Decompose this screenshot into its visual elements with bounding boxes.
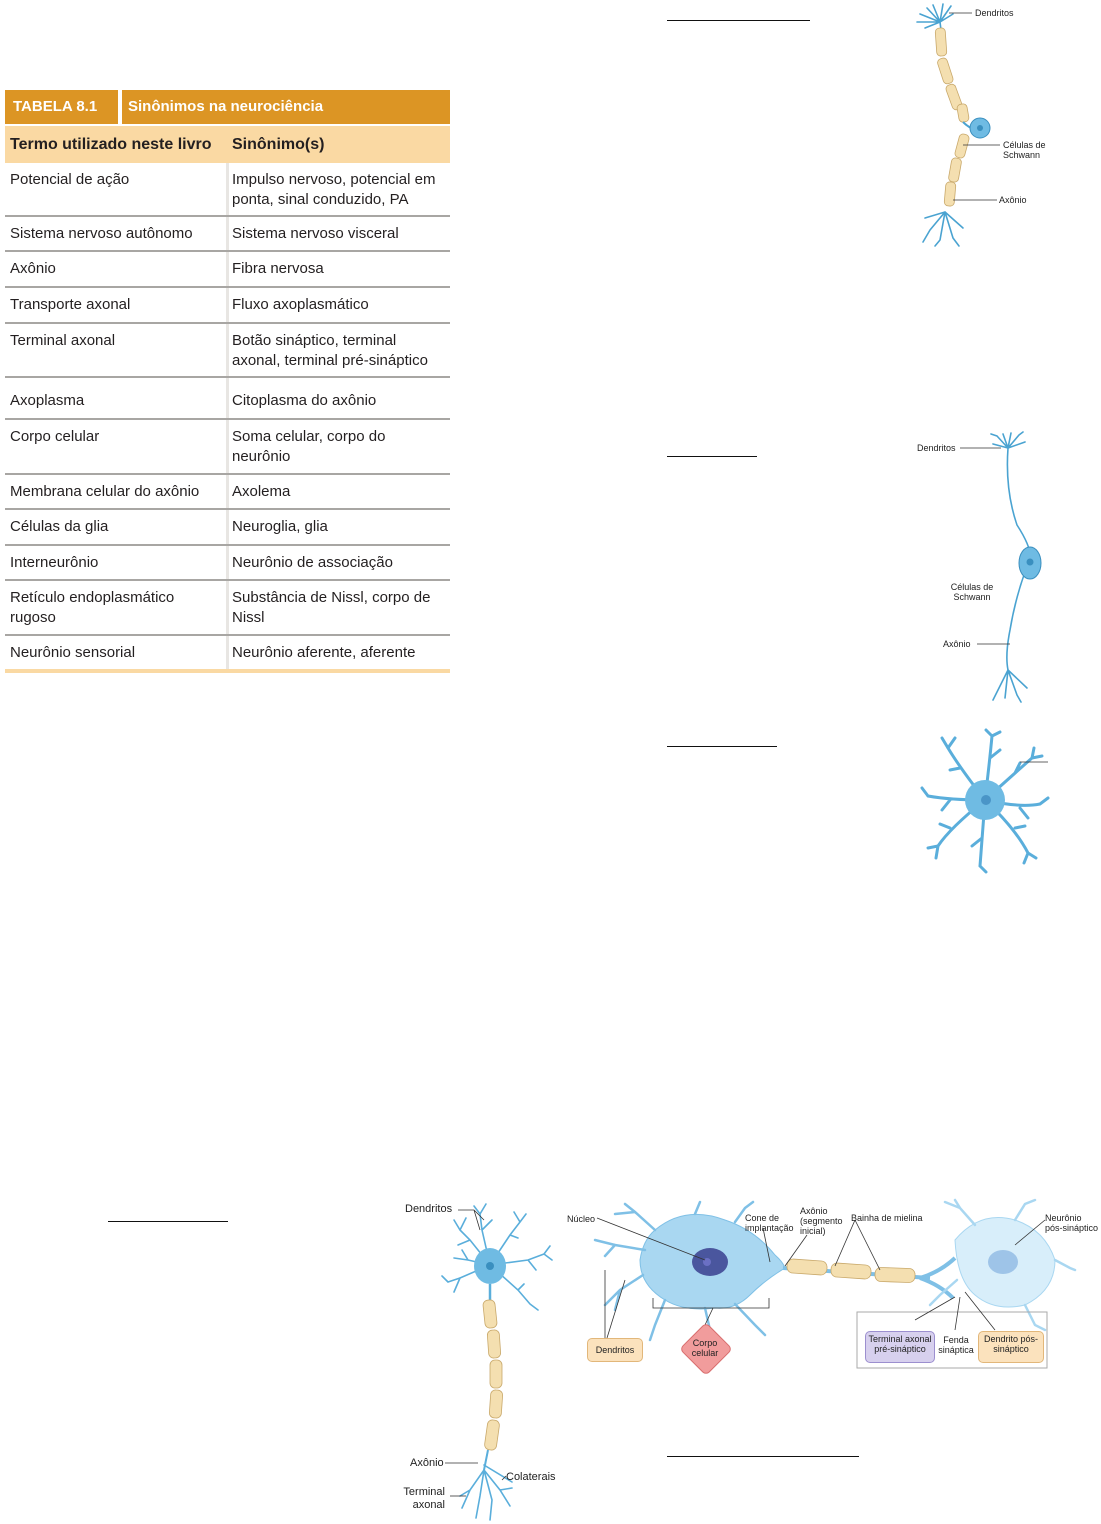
multipolar-neuron-illustration xyxy=(441,1203,553,1521)
label-dendritos-2: Dendritos xyxy=(917,443,956,453)
answer-blank-2[interactable] xyxy=(667,456,757,457)
row-synonym: Soma celular, corpo do neurônio xyxy=(232,428,386,465)
row-term: Sistema nervoso autônomo xyxy=(10,225,193,242)
label-dendritos-1: Dendritos xyxy=(975,8,1014,18)
table-row: Axônio Fibra nervosa xyxy=(5,252,450,288)
table-row: Células da glia Neuroglia, glia xyxy=(5,510,450,546)
label-terminal-axonal: Terminal axonal xyxy=(403,1486,445,1511)
answer-blank-3[interactable] xyxy=(667,746,777,747)
row-term: Retículo endoplasmático rugoso xyxy=(10,589,175,626)
synapse-diagram-illustration xyxy=(593,1198,1077,1369)
table-bottom-rule xyxy=(5,669,450,673)
synonyms-table: TABELA 8.1 Sinônimos na neurociência Ter… xyxy=(5,90,450,673)
table-row: Membrana celular do axônio Axolema xyxy=(5,475,450,510)
row-term: Axônio xyxy=(10,260,56,277)
table-row: Axoplasma Citoplasma do axônio xyxy=(5,378,450,420)
label-axonio-segmento: Axônio (segmento inicial) xyxy=(800,1206,843,1236)
label-nucleo: Núcleo xyxy=(567,1214,596,1224)
header-divider xyxy=(118,90,122,124)
table-row: Sistema nervoso autônomo Sistema nervoso … xyxy=(5,217,450,252)
label-corpo-celular: Corpo celular xyxy=(691,1338,719,1358)
row-synonym: Botão sináptico, terminal axonal, termin… xyxy=(232,332,428,369)
table-title: Sinônimos na neurociência xyxy=(128,98,324,115)
row-term: Neurônio sensorial xyxy=(10,644,136,661)
table-row: Retículo endoplasmático rugoso Substância… xyxy=(5,581,450,636)
box-dendrito-pos: Dendrito pós-sináptico xyxy=(978,1331,1044,1363)
row-synonym: Neuroglia, glia xyxy=(232,518,328,535)
table-row: Potencial de ação Impulso nervoso, potenc… xyxy=(5,163,450,217)
label-schwann-1: Células de Schwann xyxy=(1003,140,1046,160)
row-term: Terminal axonal xyxy=(10,332,116,349)
row-term: Transporte axonal xyxy=(10,296,131,313)
answer-blank-5[interactable] xyxy=(667,1456,859,1457)
table-row: Neurônio sensorial Neurônio aferente, afe… xyxy=(5,636,450,669)
row-synonym: Fluxo axoplasmático xyxy=(232,296,369,313)
row-term: Potencial de ação xyxy=(10,171,130,188)
table-row: Terminal axonal Botão sináptico, terminal… xyxy=(5,324,450,378)
row-synonym: Impulso nervoso, potencial em ponta, sin… xyxy=(232,171,436,208)
table-column-headers: Termo utilizado neste livro Sinônimo(s) xyxy=(5,124,450,163)
table-header-bar: TABELA 8.1 Sinônimos na neurociência xyxy=(5,90,450,124)
box-dendritos: Dendritos xyxy=(587,1338,643,1362)
label-neuronio-pos: Neurônio pós-sináptico xyxy=(1045,1213,1099,1233)
row-term: Células da glia xyxy=(10,518,109,535)
table-row: Transporte axonal Fluxo axoplasmático xyxy=(5,288,450,324)
label-schwann-2: Células de Schwann xyxy=(950,582,994,602)
row-term: Corpo celular xyxy=(10,428,100,445)
label-colaterais: Colaterais xyxy=(506,1471,556,1483)
label-cone-implantacao: Cone de implantação xyxy=(745,1213,794,1233)
row-synonym: Substância de Nissl, corpo de Nissl xyxy=(232,589,431,626)
label-axonio-1: Axônio xyxy=(999,195,1027,205)
row-synonym: Neurônio de associação xyxy=(232,554,393,571)
answer-blank-4[interactable] xyxy=(108,1221,228,1222)
bipolar-neuron-illustration xyxy=(960,431,1042,703)
table-row: Corpo celular Soma celular, corpo do neur… xyxy=(5,420,450,475)
label-bainha-mielina: Bainha de mielina xyxy=(851,1213,923,1223)
column-header-synonym: Sinônimo(s) xyxy=(232,136,325,153)
table-number: TABELA 8.1 xyxy=(13,98,98,115)
label-axonio-3: Axônio xyxy=(410,1457,444,1469)
label-fenda-sinaptica: Fenda sináptica xyxy=(938,1335,974,1355)
table-row: Interneurônio Neurônio de associação xyxy=(5,546,450,581)
pseudounipolar-neuron-illustration xyxy=(916,3,1000,247)
box-terminal-pre: Terminal axonal pré-sináptico xyxy=(865,1331,935,1363)
row-synonym: Axolema xyxy=(232,483,291,500)
star-neuron-illustration xyxy=(920,728,1050,874)
row-term: Axoplasma xyxy=(10,392,85,409)
label-axonio-2: Axônio xyxy=(943,639,971,649)
row-synonym: Citoplasma do axônio xyxy=(232,392,377,409)
column-header-term: Termo utilizado neste livro xyxy=(10,136,212,153)
row-term: Membrana celular do axônio xyxy=(10,483,200,500)
label-dendritos-3: Dendritos xyxy=(405,1203,453,1215)
row-synonym: Neurônio aferente, aferente xyxy=(232,644,416,661)
row-term: Interneurônio xyxy=(10,554,99,571)
row-synonym: Fibra nervosa xyxy=(232,260,324,277)
row-synonym: Sistema nervoso visceral xyxy=(232,225,399,242)
answer-blank-1[interactable] xyxy=(667,20,810,21)
